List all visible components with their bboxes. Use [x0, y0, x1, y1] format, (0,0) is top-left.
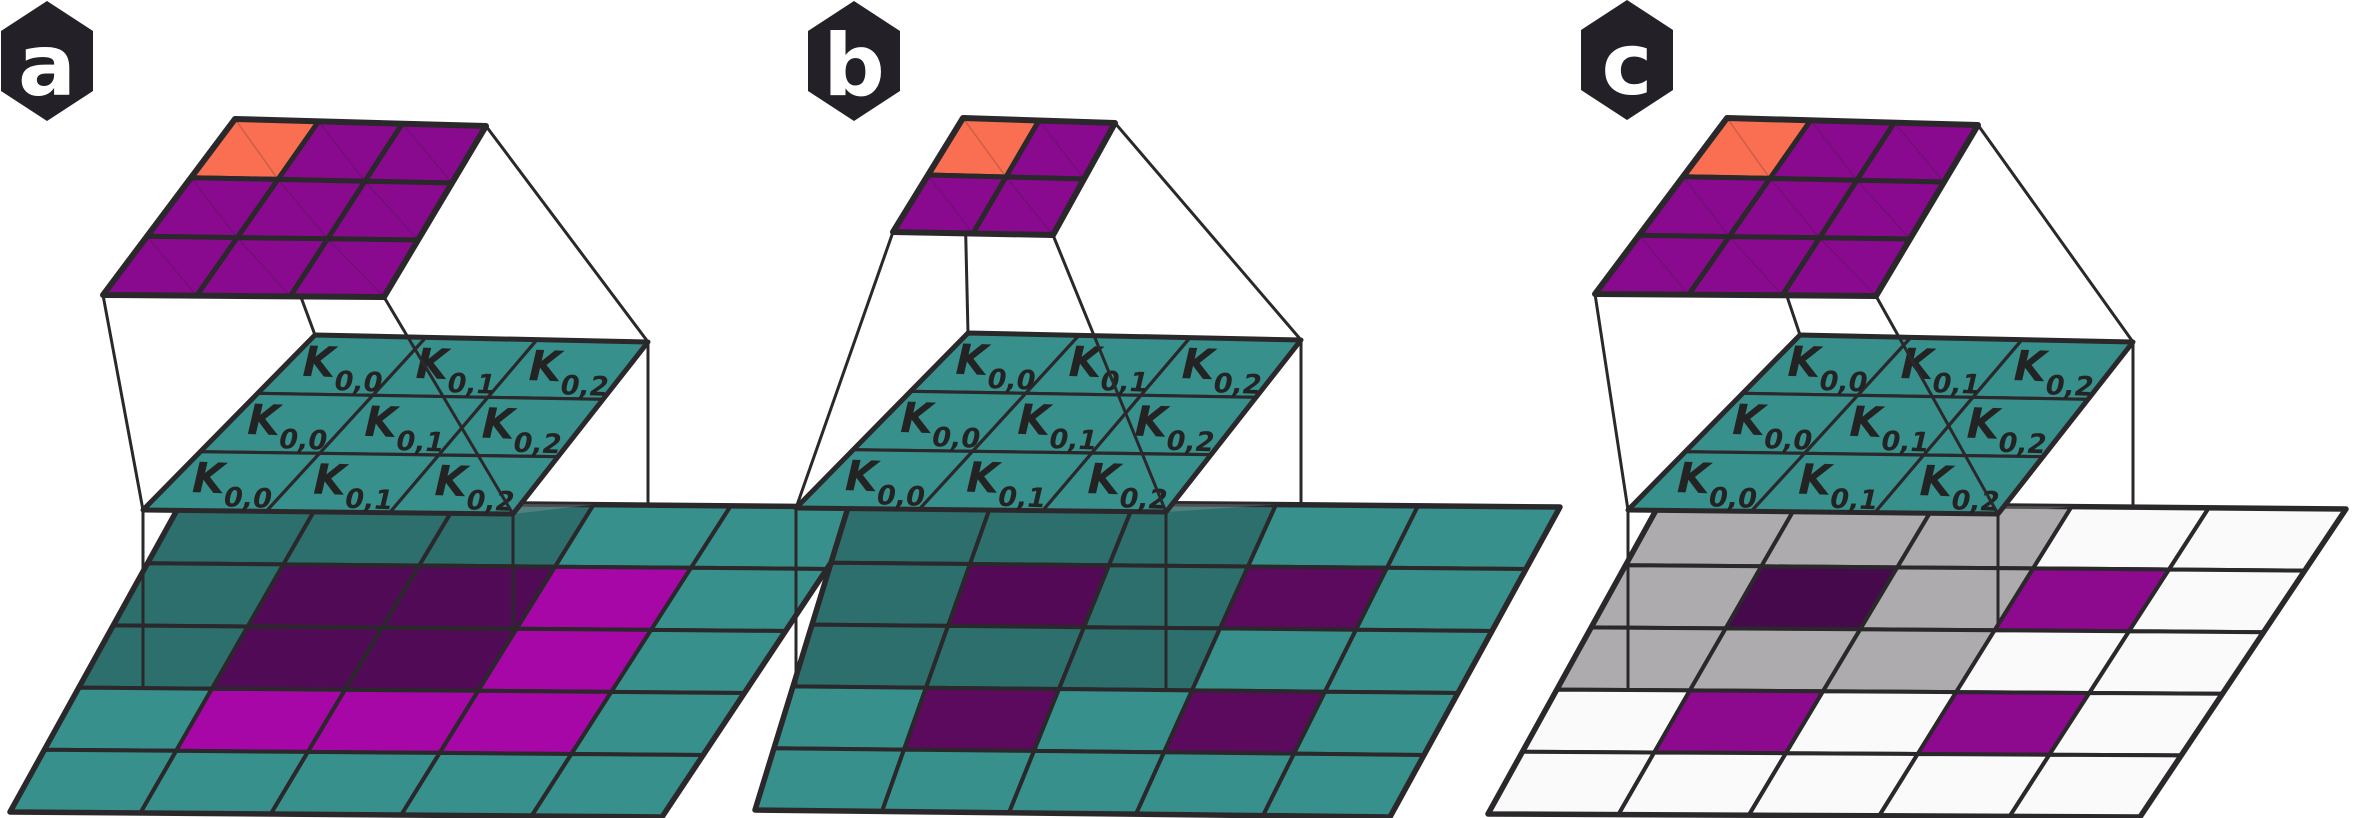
input-cell-1-1: [946, 562, 1111, 630]
input-grid-a: [7, 498, 871, 818]
kernel-label-1-2: K0,2: [481, 399, 563, 461]
output-kernel-connector: [382, 296, 515, 515]
input-cell-3-4: [1292, 689, 1460, 757]
output-kernel-connector: [1593, 293, 1630, 511]
kernel-label-2-1: K0,1: [965, 453, 1047, 515]
cell-facet-line: [401, 123, 453, 184]
kernel-label-1-1: K0,1: [1016, 395, 1098, 457]
output-grid-c: [1592, 115, 1981, 299]
cell-facet-line: [1638, 234, 1690, 296]
kernel-label-1-0: K0,0: [246, 395, 328, 457]
kernel-label-2-2: K0,2: [1087, 454, 1169, 516]
kernel-label-1-2: K0,2: [1134, 397, 1216, 459]
cell-facet-line: [1769, 177, 1821, 239]
output-kernel-connector: [101, 294, 145, 511]
kernel-label-2-0: K0,0: [1676, 453, 1758, 515]
input-cell-1-0: [810, 560, 972, 628]
input-cell-4-0: [753, 746, 906, 814]
kernel-label-2-1: K0,1: [1797, 455, 1879, 517]
kernel-label-1-1: K0,1: [363, 397, 445, 459]
output-grid-b: [890, 115, 1118, 238]
cell-facet-line: [1728, 236, 1783, 296]
output-grid-border: [890, 115, 1118, 238]
kernel-label-1-0: K0,0: [1731, 395, 1813, 457]
badge-hexagon-icon: [808, 1, 900, 121]
cell-facet-line: [1682, 176, 1730, 237]
input-grid-border: [7, 498, 871, 818]
cell-facet-line: [146, 235, 198, 297]
output-kernel-connector: [1874, 295, 2000, 515]
cell-facet-line: [1856, 179, 1911, 240]
cell-facet-line: [1726, 117, 1771, 179]
cell-facet-line: [1005, 176, 1054, 236]
cell-facet-line: [1893, 122, 1945, 183]
input-cell-1-4: [1354, 565, 1528, 633]
cell-facet-line: [962, 117, 1007, 178]
cell-facet-line: [318, 120, 366, 182]
badge-hexagon-icon: [1, 1, 93, 121]
cell-facet-line: [364, 180, 419, 241]
output-kernel-connector: [794, 231, 895, 509]
output-grid-border: [100, 116, 489, 300]
cell-facet-line: [1038, 120, 1085, 180]
badge-letter: a: [18, 16, 76, 116]
kernel-label-0-2: K0,2: [1181, 339, 1263, 401]
input-grid-border: [752, 498, 1563, 818]
input-cell-2-0: [791, 622, 950, 690]
badge-letter: b: [823, 16, 885, 116]
output-grid-a: [100, 116, 489, 300]
kernel-label-2-1: K0,1: [312, 455, 394, 517]
cell-facet-line: [277, 178, 329, 240]
cell-facet-line: [190, 177, 238, 238]
cell-facet-line: [234, 118, 279, 180]
input-grid-c: [1485, 500, 2349, 818]
kernel-label-0-0: K0,0: [1787, 337, 1869, 399]
kernel-label-0-2: K0,2: [528, 341, 610, 403]
kernel-label-0-0: K0,0: [302, 337, 384, 399]
kernel-label-0-1: K0,1: [1068, 337, 1150, 399]
kernel-label-0-0: K0,0: [955, 335, 1037, 397]
kernel-label-0-1: K0,1: [415, 339, 497, 401]
input-grid-b: [752, 498, 1563, 818]
kernel-label-1-0: K0,0: [899, 393, 981, 455]
input-cell-4-4: [1261, 751, 1426, 818]
cell-facet-line: [1810, 119, 1858, 181]
cell-facet-line: [327, 238, 385, 298]
kernel-label-2-0: K0,0: [191, 453, 273, 515]
input-cell-3-0: [772, 684, 928, 752]
kernel-label-1-2: K0,2: [1966, 399, 2048, 461]
input-cell-2-1: [924, 623, 1086, 691]
output-kernel-connector: [484, 125, 650, 343]
panel-b-badge: b: [808, 1, 900, 121]
output-kernel-connector: [1976, 124, 2135, 343]
badge-letter: c: [1602, 15, 1653, 115]
badge-hexagon-icon: [1581, 0, 1673, 120]
input-cell-2-4: [1323, 627, 1494, 695]
panel-a-badge: a: [1, 1, 93, 121]
output-kernel-connector: [1051, 234, 1168, 513]
cell-facet-line: [236, 237, 291, 297]
panel-c-badge: c: [1581, 0, 1673, 120]
output-grid-border: [1592, 115, 1981, 299]
kernel-label-0-2: K0,2: [2013, 341, 2095, 403]
cell-facet-line: [927, 174, 974, 234]
input-grid-border: [1485, 500, 2349, 818]
cell-facet-line: [1819, 237, 1877, 297]
output-kernel-connector: [1113, 122, 1303, 341]
kernel-label-1-1: K0,1: [1848, 397, 1930, 459]
kernel-label-2-0: K0,0: [844, 451, 926, 513]
